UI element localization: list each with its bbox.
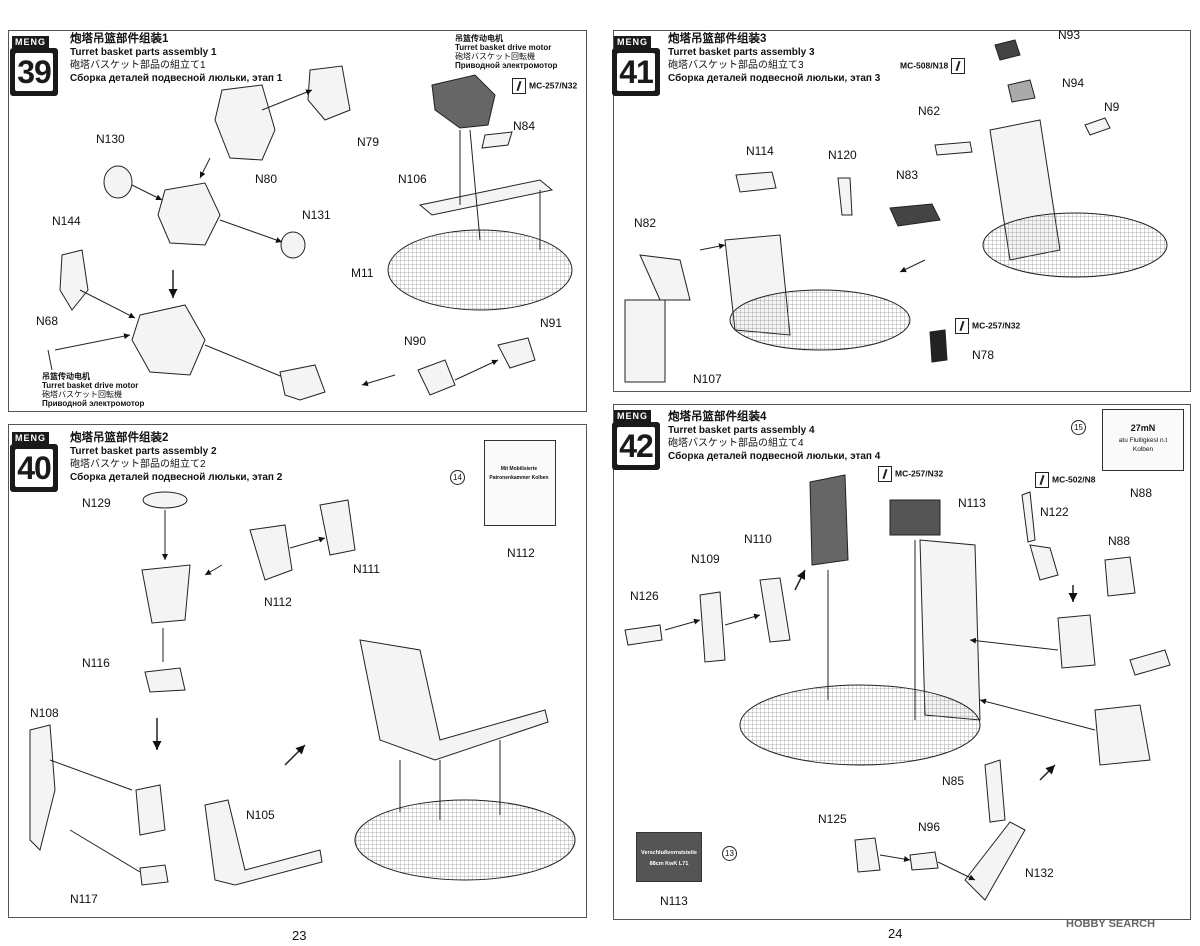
meng-logo: MENG bbox=[12, 36, 49, 48]
part-label: N107 bbox=[693, 372, 722, 386]
part-label: N62 bbox=[918, 104, 941, 118]
step-42-title: 炮塔吊篮部件组装4 Turret basket parts assembly 4… bbox=[668, 411, 881, 462]
part-label: N91 bbox=[540, 316, 563, 330]
part-label: N120 bbox=[828, 148, 857, 162]
part-label: N105 bbox=[246, 808, 275, 822]
part-label: M11 bbox=[351, 266, 374, 280]
part-label: N78 bbox=[972, 348, 995, 362]
step-41-title: 炮塔吊篮部件组装3 Turret basket parts assembly 3… bbox=[668, 33, 881, 84]
part-label: N90 bbox=[404, 334, 427, 348]
part-label: N82 bbox=[634, 216, 657, 230]
page-number-left: 23 bbox=[292, 928, 307, 943]
paint-callout: MC-257/N32 bbox=[955, 318, 1020, 334]
part-label: N94 bbox=[1062, 76, 1085, 90]
part-label: N126 bbox=[630, 589, 659, 603]
decal-number-15: 15 bbox=[1071, 420, 1086, 435]
part-label: N106 bbox=[398, 172, 427, 186]
part-label: N93 bbox=[1058, 28, 1081, 42]
step-39-title: 炮塔吊篮部件组装1 Turret basket parts assembly 1… bbox=[70, 33, 283, 84]
motor-note-bottom: 吊篮传动电机 Turret basket drive motor 砲塔バスケット… bbox=[42, 372, 145, 408]
brush-icon bbox=[1035, 472, 1049, 488]
part-label: N111 bbox=[353, 562, 380, 576]
part-label: N88 bbox=[1130, 486, 1153, 500]
part-label: N109 bbox=[691, 552, 720, 566]
meng-logo: MENG bbox=[614, 36, 651, 48]
part-label: N125 bbox=[818, 812, 847, 826]
part-label: N112 bbox=[264, 595, 292, 609]
part-label: N84 bbox=[513, 119, 536, 133]
paint-callout: MC-257/N32 bbox=[878, 466, 943, 482]
decal-number-13: 13 bbox=[722, 846, 737, 861]
brush-icon bbox=[955, 318, 969, 334]
part-label: N129 bbox=[82, 496, 111, 510]
part-label: N130 bbox=[96, 132, 125, 146]
paint-callout: MC-257/N32 bbox=[512, 78, 577, 94]
part-label: N110 bbox=[744, 532, 772, 546]
decal-13: Verschlußvorratsteile 88cm KwK L71 bbox=[636, 832, 702, 882]
part-label: N116 bbox=[82, 656, 110, 670]
part-label: N132 bbox=[1025, 866, 1054, 880]
part-label: N108 bbox=[30, 706, 59, 720]
part-label: N68 bbox=[36, 314, 59, 328]
paint-callout: MC-508/N18 bbox=[900, 58, 968, 74]
step-40-badge: 40 bbox=[10, 444, 58, 492]
step-42-badge: 42 bbox=[612, 422, 660, 470]
part-label: N131 bbox=[302, 208, 331, 222]
decal-15: 27mN atu Flulligkesl n.t Kolben bbox=[1102, 409, 1184, 471]
motor-note-top: 吊篮传动电机 Turret basket drive motor 砲塔バスケット… bbox=[455, 34, 558, 70]
part-label: N144 bbox=[52, 214, 81, 228]
page-number-right: 24 bbox=[888, 926, 903, 941]
step-39-badge: 39 bbox=[10, 48, 58, 96]
part-label: N9 bbox=[1104, 100, 1120, 114]
part-label: N113 bbox=[958, 496, 986, 510]
meng-logo: MENG bbox=[614, 410, 651, 422]
part-label: N113 bbox=[660, 894, 688, 908]
brush-icon bbox=[950, 58, 965, 74]
part-label: N85 bbox=[942, 774, 965, 788]
decal-number-14: 14 bbox=[450, 470, 465, 485]
decal-14: Mit Mobilisierte Patronenkammer Kolben bbox=[484, 440, 556, 526]
part-label: N96 bbox=[918, 820, 941, 834]
brush-icon bbox=[512, 78, 526, 94]
part-label: N117 bbox=[70, 892, 98, 906]
part-label: N122 bbox=[1040, 505, 1069, 519]
part-label: N80 bbox=[255, 172, 278, 186]
part-label: N88 bbox=[1108, 534, 1131, 548]
part-label: N112 bbox=[507, 546, 535, 560]
step-41-badge: 41 bbox=[612, 48, 660, 96]
meng-logo: MENG bbox=[12, 432, 49, 444]
part-label: N83 bbox=[896, 168, 919, 182]
hobby-search-watermark: HOBBY SEARCH bbox=[1066, 918, 1156, 930]
brush-icon bbox=[878, 466, 892, 482]
step-40-title: 炮塔吊篮部件组装2 Turret basket parts assembly 2… bbox=[70, 432, 283, 483]
part-label: N114 bbox=[746, 144, 774, 158]
paint-callout: MC-502/N8 bbox=[1035, 472, 1095, 488]
part-label: N79 bbox=[357, 135, 380, 149]
